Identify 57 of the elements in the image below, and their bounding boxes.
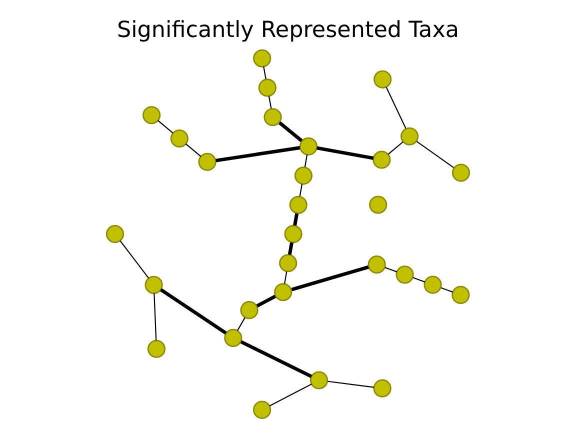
node-circle [400,127,419,146]
node-circle [144,276,163,294]
connector [316,146,374,160]
node-circle [373,379,392,398]
node-circle [224,328,242,347]
node-circle [147,340,166,358]
connector [263,66,266,80]
node-circle [452,286,470,304]
connector [158,120,174,134]
node-circle [368,256,386,274]
connector [440,287,453,293]
node-circle [374,70,392,88]
connector [384,267,398,272]
connector [216,146,300,162]
connector [388,141,404,155]
connector [120,240,150,279]
connector [240,340,312,378]
node-circle [279,254,298,272]
connector [185,143,202,157]
connector [284,272,288,284]
connector [386,87,406,129]
node-circle [142,106,161,124]
connector [154,293,157,340]
connector [278,121,303,142]
node-circle [289,196,308,214]
node-circle [284,225,302,244]
node-circle [294,166,313,185]
node-circle [369,196,388,214]
connector [299,184,303,196]
connector [416,140,454,168]
node-circle [299,137,318,156]
connector [236,317,246,331]
node-circle [198,152,216,171]
node-circle [264,108,282,126]
connector [412,277,426,282]
connector [328,380,374,388]
node-circle [372,150,391,169]
node-circle [170,129,188,148]
connector [256,294,276,308]
connector [291,265,369,292]
connector [293,213,299,226]
node-circle [310,371,328,390]
node-circle [452,164,470,182]
diagram-title: Significantly Represented Taxa [116,17,460,44]
connector [268,96,272,109]
connector [269,384,312,406]
node-circle [424,276,442,294]
node-circle [253,400,272,419]
node-circle [274,283,292,302]
connector [160,288,227,334]
node-circle [106,224,124,244]
connector [304,154,308,168]
node-circle [258,78,276,97]
node-circle [240,301,258,320]
node-circle [253,49,272,68]
node-circle [396,266,414,284]
connector [288,242,294,255]
